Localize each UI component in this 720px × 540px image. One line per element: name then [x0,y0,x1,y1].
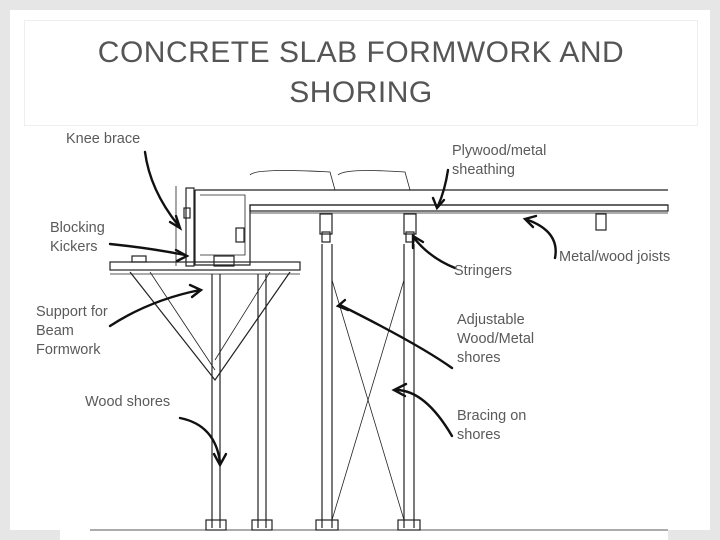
label-support-line2: Beam [36,323,74,339]
label-plywood-sheathing: Plywood/metal sheathing [452,142,546,180]
label-stringers: Stringers [454,263,513,279]
beam-support-bracing [129,271,291,382]
label-plywood-sheathing-line2: sheathing [452,162,515,178]
label-blocking-kickers: Blocking Kickers [50,219,105,257]
label-blocking-line2: Kickers [50,239,98,255]
plywood-sheathing [249,204,669,214]
label-adjustable-line1: Adjustable [457,312,525,328]
label-bracing-on-shores: Bracing on shores [457,407,526,445]
label-bracing-line2: shores [457,427,501,443]
arrow-wood-shores [178,416,228,468]
label-wood-shores: Wood shores [85,394,171,410]
drawing-paper [60,126,668,540]
label-support-line3: Formwork [36,342,101,358]
wood-shores-left [205,274,273,531]
arrow-beam-support [108,283,204,328]
joists [319,213,607,243]
label-adjustable-line3: shores [457,350,501,366]
label-adjustable-shores: Adjustable Wood/Metal shores [457,311,534,368]
arrow-stringers [411,233,457,270]
label-support-beam-formwork: Support for Beam Formwork [36,303,108,360]
arrow-knee-brace [143,150,183,231]
label-bracing-line1: Bracing on [457,408,527,424]
arrow-joists [522,214,557,260]
slide-title-box: CONCRETE SLAB FORMWORK AND SHORING [24,20,698,126]
label-adjustable-line2: Wood/Metal [457,331,535,347]
label-support-line1: Support for [36,304,108,320]
arrow-plywood-sheathing [431,168,450,211]
label-metal-wood-joists: Metal/wood joists [559,249,671,265]
arrow-bracing-shores [391,382,454,438]
shore-x-bracing [331,279,405,521]
label-knee-brace: Knee brace [66,131,141,147]
label-blocking-line1: Blocking [50,220,105,236]
arrow-adjustable-shores [335,298,454,370]
arrow-blocking-kickers [108,242,190,263]
label-plywood-sheathing-line1: Plywood/metal [452,143,547,159]
slide-title: CONCRETE SLAB FORMWORK AND SHORING [97,36,625,109]
